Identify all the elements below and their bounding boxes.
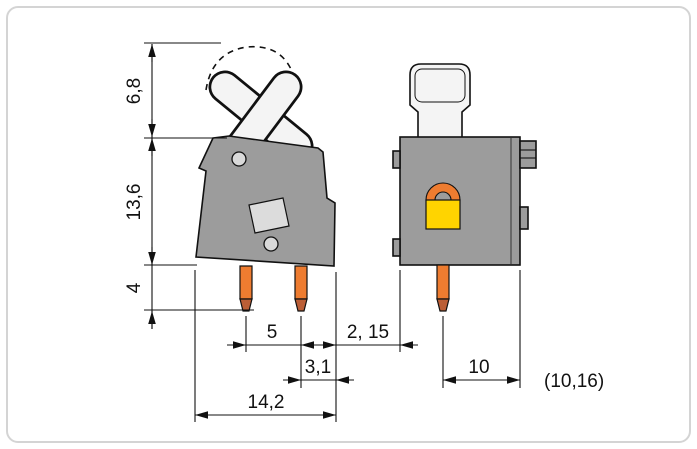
dim-lever-height-label: 6,8 bbox=[124, 78, 145, 104]
dim-pole-spacing-label: 10 bbox=[468, 357, 489, 378]
front-left-tab-bottom bbox=[392, 238, 401, 257]
pin-left bbox=[239, 265, 253, 300]
page-frame bbox=[6, 6, 691, 443]
front-pin bbox=[436, 264, 450, 300]
front-view bbox=[392, 63, 537, 312]
dim-pole-spacing-alt-label: (10,16) bbox=[544, 371, 604, 392]
front-right-tab bbox=[519, 206, 529, 230]
dim-side-offset-label: 2, 15 bbox=[347, 322, 389, 343]
side-pivot-hole bbox=[231, 151, 247, 167]
lever-arm-right bbox=[227, 73, 300, 161]
dim-pin-edge-offset-label: 3,1 bbox=[305, 357, 331, 378]
dim-pin-length-label: 4 bbox=[124, 282, 145, 293]
dimension-labels: 6,8 13,6 4 5 2, 15 3,1 10 14,2 (10,16) bbox=[124, 78, 604, 413]
side-mount-hole bbox=[263, 236, 279, 252]
front-pin-tip bbox=[436, 298, 450, 312]
pin-left-tip bbox=[239, 298, 253, 312]
lever-open-position-dashed bbox=[205, 45, 294, 91]
lever-arms bbox=[208, 70, 314, 164]
wire-entry-arch bbox=[425, 182, 461, 201]
push-button-inner-line bbox=[414, 68, 466, 103]
side-view bbox=[195, 45, 336, 312]
front-right-latch bbox=[519, 140, 537, 169]
dimension-lines bbox=[144, 42, 521, 422]
dim-housing-height-label: 13,6 bbox=[124, 184, 145, 221]
front-left-tab-top bbox=[392, 150, 401, 169]
side-clamp-window bbox=[248, 197, 290, 234]
wire-entry-window bbox=[425, 199, 461, 230]
side-solder-pins bbox=[239, 265, 308, 312]
dim-pin-spacing-label: 5 bbox=[267, 322, 278, 343]
pin-right bbox=[294, 265, 308, 300]
pin-right-tip bbox=[294, 298, 308, 312]
dim-housing-depth-label: 14,2 bbox=[248, 392, 285, 413]
